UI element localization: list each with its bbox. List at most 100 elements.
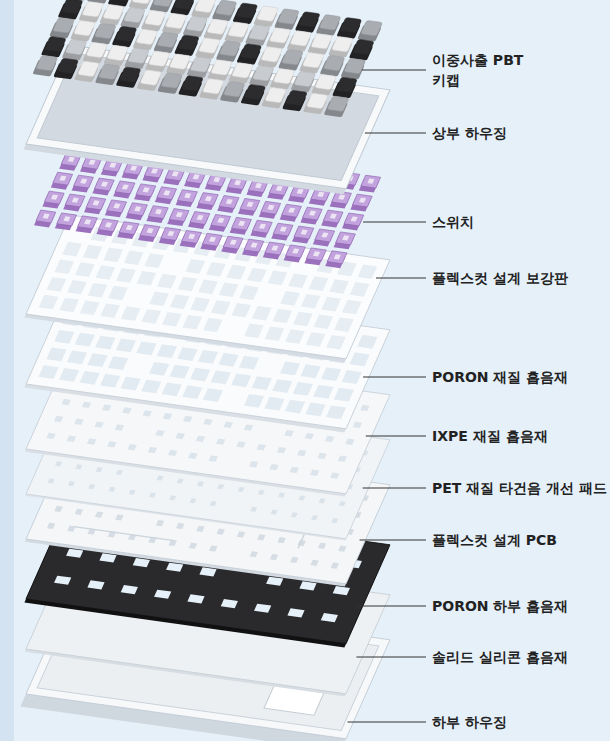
cutout [102,405,111,411]
part-label: IXPE 재질 흡음재 [432,426,548,446]
keycap [181,76,203,92]
leader-line [366,436,426,437]
cutout [62,242,82,257]
switch-stem [89,160,96,165]
keycap [244,84,266,100]
cutout [280,361,300,375]
cutout [297,450,306,456]
cutout [187,594,204,603]
keycap [227,22,249,38]
cutout [217,529,225,535]
layer-face [26,215,390,359]
cutout [331,562,339,568]
cutout [321,613,338,622]
keycap [207,19,229,35]
keycap [277,9,299,25]
cutout [231,373,251,387]
keycap [57,58,79,74]
cutout [219,282,239,297]
keycap [107,45,129,61]
switch-top [178,190,198,203]
switch-top [252,220,272,233]
cutout [54,576,71,585]
cutout [209,455,218,461]
cutout [87,580,104,589]
cutout [258,490,265,495]
keycap [236,3,258,19]
keycap [331,36,353,52]
cutout [342,300,362,315]
part-label: 상부 하우징 [432,123,507,143]
cutout [247,268,267,283]
cutout [237,531,245,537]
cutout [74,419,83,425]
keycap [61,0,83,14]
cutout [360,405,369,411]
keycap [223,81,245,97]
switch-stem [167,231,174,236]
cutout [108,356,128,370]
switch-stem [309,211,316,216]
switch-stem [113,203,120,208]
cutout [244,324,264,339]
switch-stem [43,213,50,218]
leader-line [363,377,426,378]
switch-stem [234,180,241,185]
switch-top [361,175,381,188]
cutout [350,282,370,297]
leader-line [363,222,426,223]
cutout [285,329,305,344]
switch-top [136,184,156,197]
cutout [190,368,210,382]
switch-stem [63,216,70,221]
switch-top [78,216,98,229]
switch-stem [267,205,274,210]
cutout [116,339,136,353]
switch-top [323,210,343,223]
cutout [280,291,300,306]
keycap [177,35,199,51]
switch-stem [213,177,220,182]
switch-top [190,212,210,225]
keycap [219,41,241,57]
cutout [257,534,265,540]
cutout [182,385,202,399]
cutout [96,265,116,280]
cutout [317,453,326,459]
switch-stem [301,229,308,234]
cutout [136,341,156,355]
switch-top [327,251,347,264]
cutout [311,515,318,520]
cutout [189,543,197,549]
switch-stem [359,198,366,203]
cutout [358,264,378,279]
cutout [342,370,362,384]
cutout [166,563,183,572]
keycap [240,44,262,60]
keycap [65,39,87,55]
cutout [170,294,190,309]
leader-line [376,278,426,279]
switch-stem [72,197,79,202]
switch-top [344,213,364,226]
switch-stem [297,189,304,194]
cutout [168,450,177,456]
cutout [121,585,138,594]
switch-stem [334,254,341,259]
switch-stem [193,174,200,179]
cutout [334,317,354,332]
switch-stem [217,218,224,223]
switch-stem [338,195,345,200]
cutout [177,347,197,361]
cutout [177,478,184,483]
cutout [47,277,67,292]
cutout [291,512,298,517]
cutout [183,315,203,330]
keycap [115,26,137,42]
switch-top [219,196,239,209]
switch-stem [247,202,254,207]
cutout [95,512,103,518]
cutout [162,312,182,327]
keycap [198,38,220,54]
